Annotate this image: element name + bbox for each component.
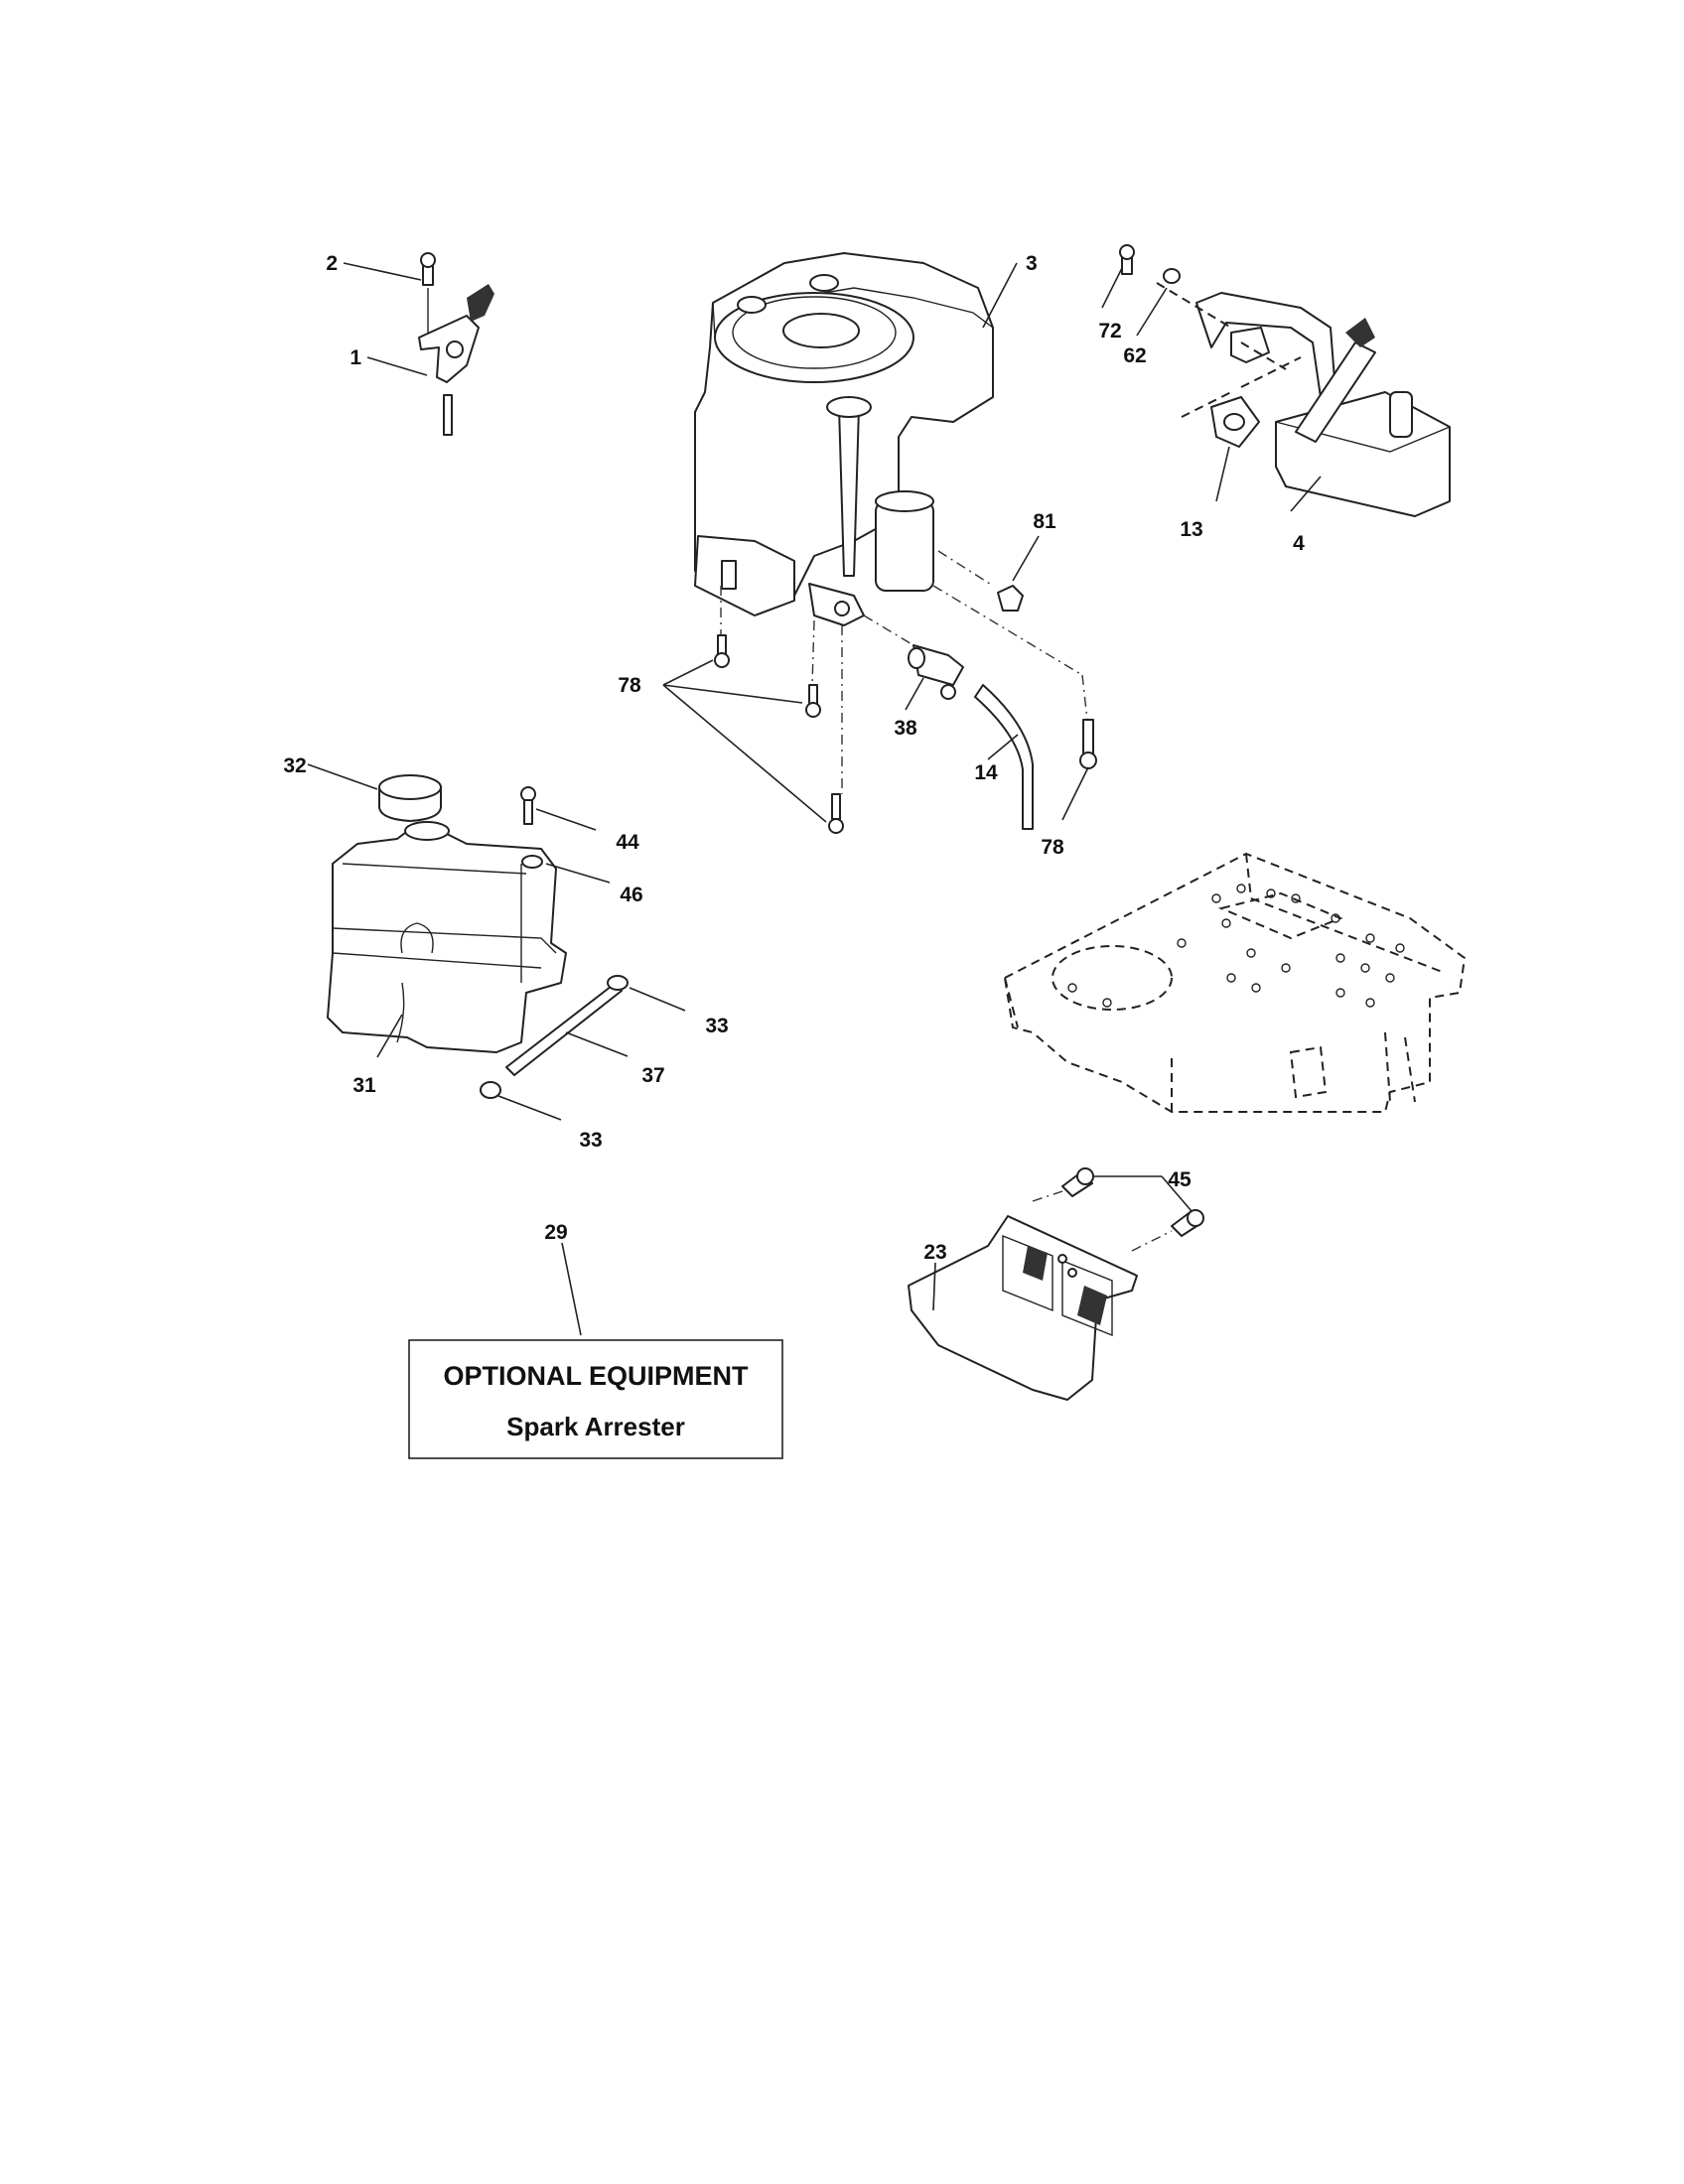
throttle-spring: [443, 394, 453, 436]
callout-31: 31: [352, 1074, 376, 1097]
fuel-line-assembly: [480, 975, 686, 1121]
callout-33-lower: 33: [579, 1129, 602, 1152]
callout-37: 37: [641, 1064, 664, 1087]
washer-part-46: [521, 855, 543, 869]
callout-62: 62: [1123, 344, 1146, 367]
optional-equipment-title: OPTIONAL EQUIPMENT: [443, 1361, 749, 1391]
engine-base-plate: [694, 535, 795, 616]
optional-equipment-frame: [408, 1339, 783, 1459]
throttle-control-assembly: [343, 252, 494, 436]
lockwasher-part-62: [1163, 268, 1181, 284]
shield-part-23: [908, 1215, 1138, 1401]
optional-equipment-box: OPTIONAL EQUIPMENT Spark Arrester: [408, 1242, 783, 1459]
tractor-frame-reference: [1003, 852, 1467, 1113]
tank-fasteners: [520, 786, 611, 884]
nut-part-81: [997, 535, 1040, 612]
callout-33-upper: 33: [705, 1015, 728, 1037]
screw-part-44: [520, 786, 536, 802]
callout-45: 45: [1168, 1168, 1192, 1191]
screw-head-part-2: [420, 252, 436, 268]
callout-13: 13: [1180, 518, 1202, 541]
engine-mounting-bolts-part-78: [662, 634, 1097, 834]
engine-part-3: [694, 252, 1018, 626]
callout-14: 14: [974, 761, 998, 784]
callout-46: 46: [620, 884, 642, 906]
callout-32: 32: [283, 754, 306, 777]
clamp-part-33-lower: [480, 1081, 501, 1099]
engine-oil-filter: [875, 500, 934, 592]
callout-78-left: 78: [618, 674, 641, 697]
callout-23: 23: [923, 1241, 946, 1264]
callout-29: 29: [544, 1221, 567, 1244]
engine-dipstick-tube: [838, 406, 860, 577]
drain-hose-part-14: [974, 684, 1034, 830]
callout-labels: 2 1 3 72 62 13 4 81 78 38 14 78 32 44 46…: [283, 252, 1305, 1264]
callout-72: 72: [1098, 320, 1121, 342]
oil-drain-valve-part-38: [905, 644, 964, 711]
muffler-assembly: [1101, 244, 1451, 517]
callout-1: 1: [350, 346, 361, 369]
fuel-cap-part-32: [307, 763, 442, 822]
callout-4: 4: [1293, 532, 1305, 555]
callout-78-right: 78: [1041, 836, 1064, 859]
muffler-heat-shield: [1295, 341, 1376, 443]
exhaust-flange: [1230, 327, 1270, 363]
fuel-tank-neck: [404, 821, 450, 841]
clamp-part-33-upper: [607, 975, 629, 991]
heat-shield-assembly: [908, 1167, 1204, 1401]
optional-equipment-subtitle: Spark Arrester: [506, 1412, 685, 1441]
callout-3: 3: [1026, 252, 1038, 275]
throttle-lever-knob: [467, 284, 494, 322]
callout-81: 81: [1033, 510, 1056, 533]
fuel-tank-part-31: [327, 821, 567, 1058]
callout-38: 38: [894, 717, 917, 740]
fuel-line-part-37: [505, 982, 623, 1076]
callout-2: 2: [326, 252, 338, 275]
callout-44: 44: [616, 831, 639, 854]
engine-mounting-lines: [720, 550, 1088, 794]
